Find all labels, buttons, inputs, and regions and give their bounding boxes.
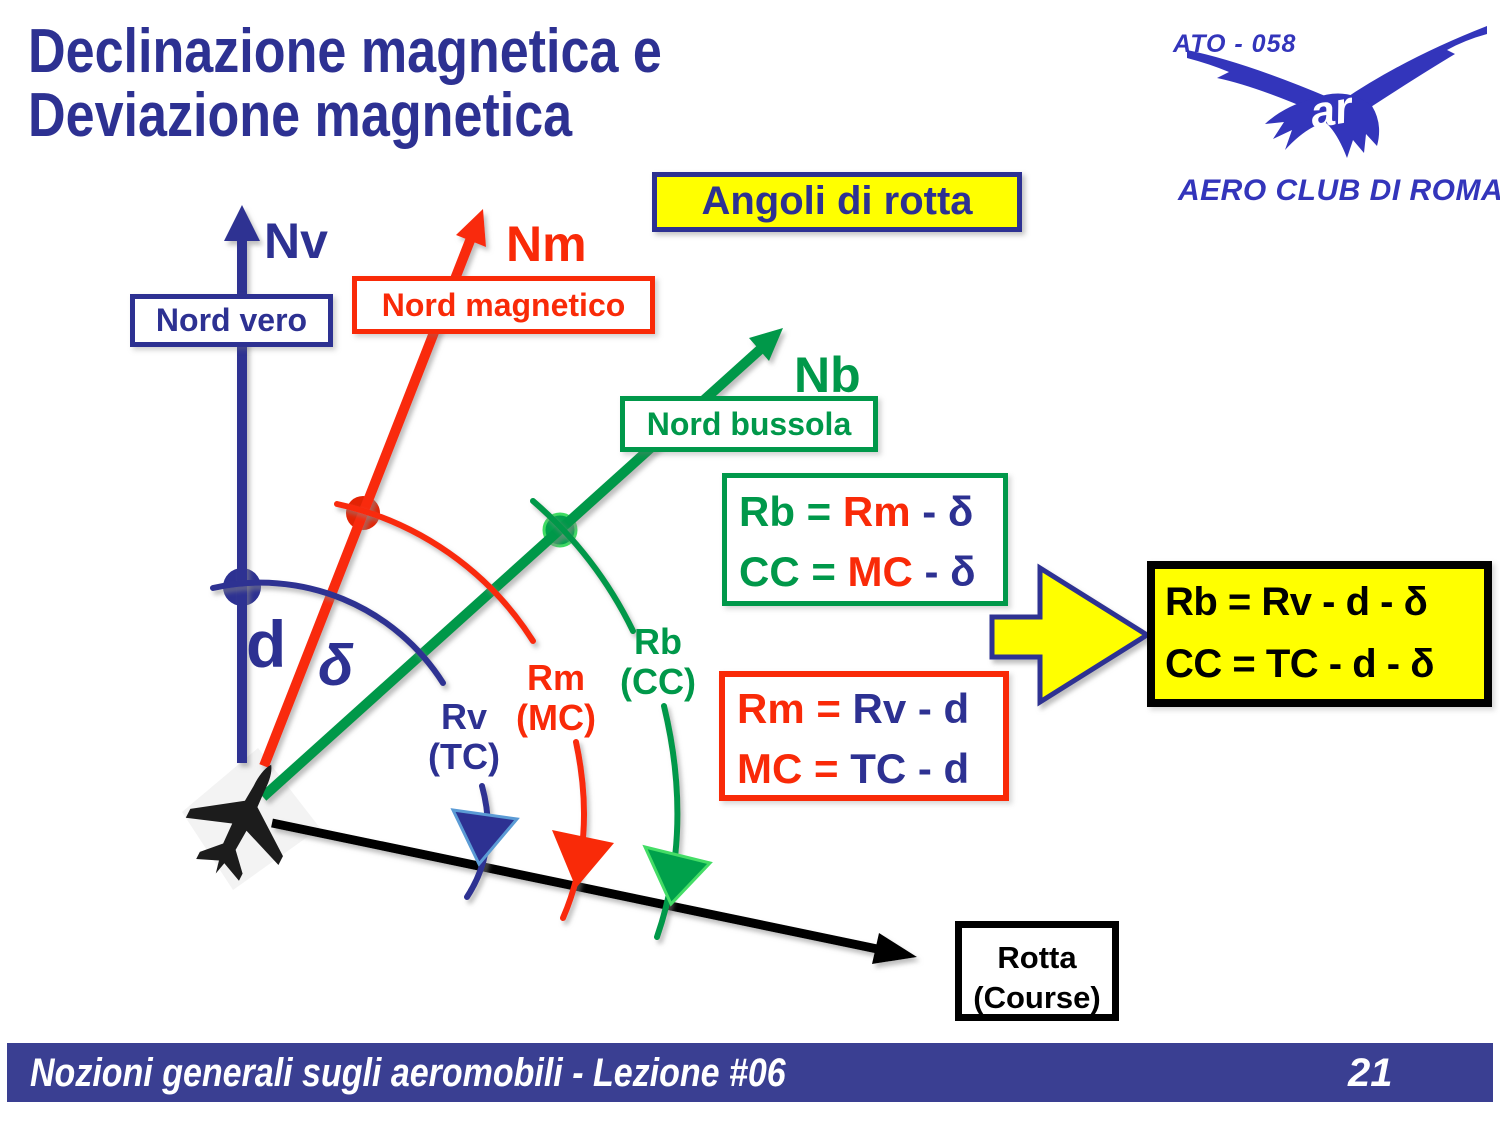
nm-label: Nm: [506, 216, 587, 272]
footer-bar: [7, 1043, 1493, 1102]
cc-text: (CC): [620, 660, 696, 702]
magnetic-course-arc-lower: [560, 739, 587, 921]
formula-line: CC = TC - d - δ: [1165, 642, 1434, 686]
nv-label: Nv: [264, 213, 328, 269]
magnetic-course-arc: [334, 501, 536, 644]
title-line-1: Declinazione magnetica e: [28, 17, 662, 86]
formula-line: Rb = Rv - d - δ: [1165, 580, 1428, 624]
f1-lhs: Rb =: [739, 488, 843, 535]
f4-rhs: TC - d: [850, 745, 970, 792]
f3-rhs: Rv - d: [852, 685, 970, 732]
implication-arrow: [989, 563, 1152, 707]
nord-bussola-box: Nord bussola: [620, 396, 878, 452]
f1-mid: Rm: [842, 488, 911, 535]
page-number: 21: [1348, 1051, 1393, 1095]
rb-text: Rb: [634, 621, 682, 662]
compass-course-pointer: [642, 844, 713, 907]
nb-label: Nb: [794, 347, 861, 403]
footer-lesson-label: Nozioni generali sugli aeromobili - Lezi…: [30, 1051, 786, 1095]
rv-text: Rv: [440, 696, 488, 737]
f1-rhs: - δ: [910, 488, 974, 535]
magnetic-course-pointer: [552, 830, 614, 888]
f3-lhs: Rm =: [737, 685, 853, 732]
tc-text: (TC): [428, 735, 500, 777]
magnetic-course-label: Rm (MC): [496, 658, 616, 737]
logo-monogram: ar: [1306, 82, 1358, 138]
page-title: Declinazione magnetica e Deviazione magn…: [28, 17, 662, 151]
aero-club-label: AERO CLUB DI ROMA: [1178, 174, 1500, 207]
route-angles-banner: Angoli di rotta: [652, 172, 1022, 232]
rotta-text: Rotta: [997, 940, 1077, 975]
f2-lhs: CC =: [739, 548, 848, 595]
deviation-label: δ: [318, 633, 354, 698]
compass-course-arc-lower: [654, 703, 681, 940]
compass-course-arc: [530, 498, 636, 634]
title-line-2: Deviazione magnetica: [28, 81, 573, 151]
formula-line: MC = TC - d: [737, 739, 1003, 799]
declination-label: d: [246, 607, 287, 681]
true-north-arrowhead: [224, 205, 260, 241]
mc-text: (MC): [516, 696, 596, 738]
nord-vero-box: Nord vero: [130, 294, 333, 347]
course-arrowhead: [872, 933, 917, 964]
course-box: Rotta (Course): [955, 921, 1119, 1021]
formula-line: CC = MC - δ: [739, 542, 1003, 602]
compass-from-magnetic-formula: Rb = Rm - δ CC = MC - δ: [722, 473, 1008, 606]
compass-course-label: Rb (CC): [598, 622, 718, 701]
compass-north-arrowhead: [749, 328, 783, 361]
compass-from-true-formula: Rb = Rv - d - δ CC = TC - d - δ: [1147, 561, 1492, 707]
airplane-icon: [185, 764, 283, 881]
f2-mid: MC: [847, 548, 913, 595]
eagle-logo-icon: ar: [1187, 26, 1487, 158]
nord-magnetico-box: Nord magnetico: [352, 276, 655, 334]
true-course-pointer: [450, 808, 520, 867]
rm-text: Rm: [526, 657, 585, 698]
true-course-label: Rv (TC): [404, 697, 524, 776]
formula-line: Rb = Rm - δ: [739, 482, 1003, 542]
f2-rhs: - δ: [912, 548, 976, 595]
magnetic-north-arrowhead: [456, 209, 486, 247]
formula-line: Rm = Rv - d: [737, 679, 1003, 739]
f4-lhs: MC =: [737, 745, 851, 792]
declination-arc: [210, 579, 446, 686]
magnetic-from-true-formula: Rm = Rv - d MC = TC - d: [719, 671, 1009, 801]
course-text: (Course): [973, 980, 1101, 1016]
